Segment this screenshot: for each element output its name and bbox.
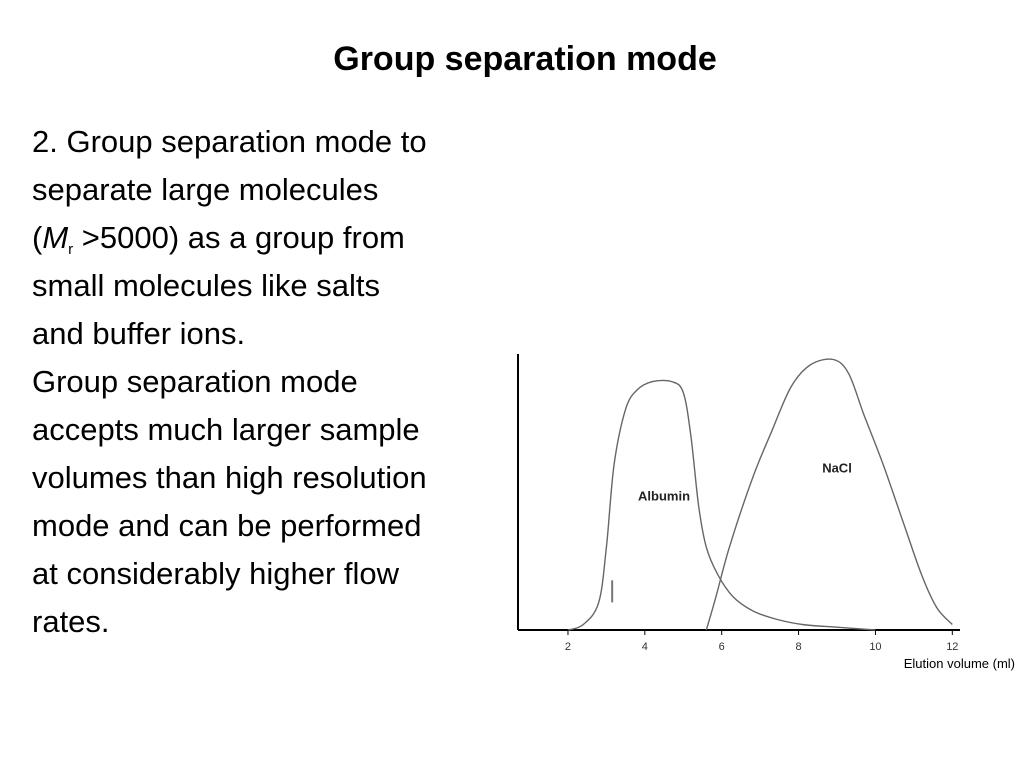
body-line-7: accepts much larger sample (32, 412, 420, 447)
x-tick-label-12: 12 (946, 641, 958, 653)
body-line-3: (Mr >5000) as a group from (32, 214, 552, 262)
body-line-6: Group separation mode (32, 364, 358, 399)
slide-title: Group separation mode (333, 40, 717, 78)
series-albumin-line (567, 379, 876, 631)
body-line-2: separate large molecules (32, 172, 379, 207)
slide-body: 2. Group separation mode to separate lar… (32, 118, 552, 646)
x-axis-label: Elution volume (ml) (904, 656, 1015, 671)
body-line-8: volumes than high resolution (32, 460, 427, 495)
x-tick-label-8: 8 (796, 641, 802, 653)
body-line-9: mode and can be performed (32, 508, 422, 543)
body-line-11: rates. (32, 604, 110, 639)
body-line-3-rest: >5000) as a group from (73, 220, 405, 255)
body-line-4: small molecules like salts (32, 268, 380, 303)
body-line-1: 2. Group separation mode to (32, 124, 427, 159)
x-tick-label-10: 10 (869, 641, 881, 653)
body-line-5: and buffer ions. (32, 316, 246, 351)
series-nacl-line (705, 358, 953, 631)
x-tick-label-2: 2 (565, 641, 571, 653)
x-tick-label-4: 4 (642, 641, 648, 653)
relative-mass-subscript: r (68, 241, 74, 258)
relative-mass-symbol: M (42, 220, 69, 255)
series-albumin-label: Albumin (638, 488, 690, 503)
body-line-10: at considerably higher flow (32, 556, 400, 591)
x-tick-label-6: 6 (719, 641, 725, 653)
series-nacl-label: NaCl (822, 461, 852, 476)
open-paren: ( (32, 220, 43, 255)
